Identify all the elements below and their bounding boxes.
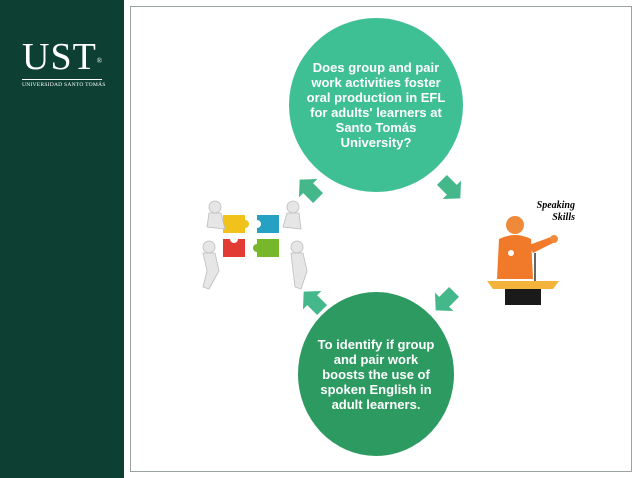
objective-text: To identify if group and pair work boost… <box>317 336 435 412</box>
research-question-circle: Does group and pair work activities fost… <box>289 18 463 192</box>
caption-line-2: Skills <box>552 212 575 223</box>
speaking-skills-icon <box>487 216 559 305</box>
objective-circle: To identify if group and pair work boost… <box>298 292 454 456</box>
research-question-text: Does group and pair work activities fost… <box>306 60 446 150</box>
sidebar-stripe <box>124 0 128 478</box>
sidebar: UST® UNIVERSIDAD SANTO TOMÁS <box>0 0 124 478</box>
logo-subtitle: UNIVERSIDAD SANTO TOMÁS <box>22 82 106 88</box>
caption-line-1: Speaking <box>536 200 575 211</box>
speaking-skills-caption: Speaking Skills <box>525 200 575 224</box>
arrow-up-left-icon <box>298 178 324 204</box>
arrow-down-right-icon <box>436 174 462 200</box>
logo-main-text: UST <box>22 36 97 78</box>
arrow-down-left-icon <box>434 286 460 312</box>
slide-content: Does group and pair work activities fost… <box>130 6 632 472</box>
logo-divider <box>22 79 102 80</box>
ust-logo: UST® UNIVERSIDAD SANTO TOMÁS <box>22 38 108 88</box>
cycle-arrows <box>298 174 462 316</box>
logo-registered-mark: ® <box>96 57 104 65</box>
arrow-lower-left-icon <box>302 290 328 316</box>
puzzle-team-icon <box>202 200 308 290</box>
